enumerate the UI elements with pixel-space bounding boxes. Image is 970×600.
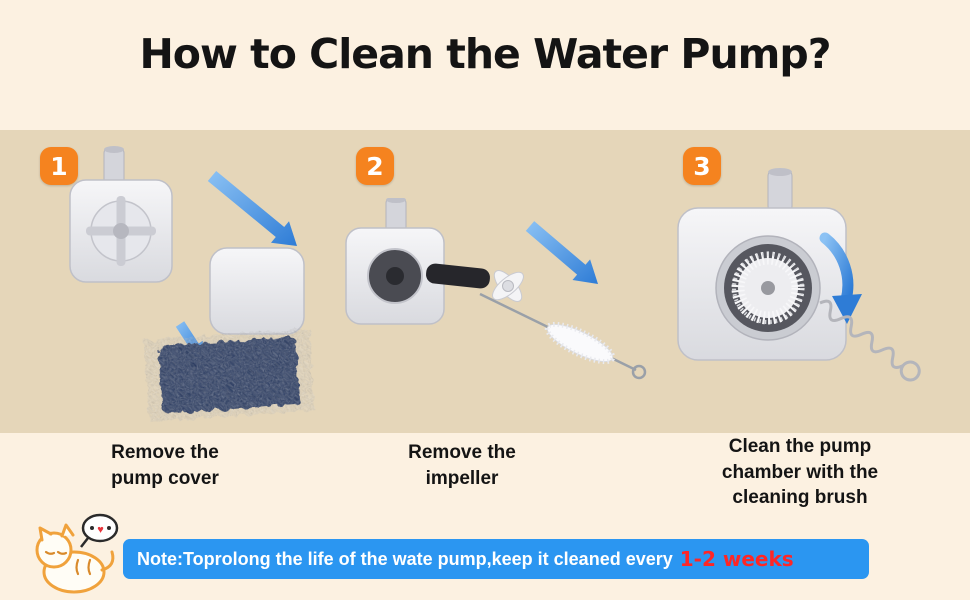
step-1-badge: 1 bbox=[40, 147, 78, 185]
step-3-illustration bbox=[677, 168, 921, 382]
note-text: Note:Toprolong the life of the wate pump… bbox=[137, 548, 673, 569]
rotation-arrowhead-icon bbox=[832, 294, 862, 324]
brush-head bbox=[731, 251, 805, 325]
step-3-badge: 3 bbox=[683, 147, 721, 185]
cat-face-stripes bbox=[44, 550, 92, 576]
caption-line: Clean the pump bbox=[728, 436, 872, 457]
step-1-illustration bbox=[69, 146, 305, 414]
step-1-caption: Remove the pump cover bbox=[65, 440, 265, 491]
filter-sponge bbox=[158, 336, 301, 414]
caption-line: chamber with the bbox=[721, 461, 879, 483]
caption-line: impeller bbox=[425, 467, 499, 489]
arrow-down-right-icon bbox=[207, 171, 297, 246]
rotation-arrow-icon bbox=[819, 232, 854, 306]
note-highlight: 1-2 weeks bbox=[679, 547, 794, 571]
pump-cover bbox=[209, 247, 305, 335]
pump-body bbox=[69, 146, 173, 283]
step-2-caption: Remove the impeller bbox=[362, 440, 562, 491]
step-2-badge: 2 bbox=[356, 147, 394, 185]
brush-spring-handle bbox=[819, 299, 921, 382]
impeller bbox=[426, 263, 524, 302]
pump-body bbox=[345, 198, 445, 325]
page-title: How to Clean the Water Pump? bbox=[139, 30, 831, 78]
caption-line: cleaning brush bbox=[732, 487, 868, 509]
arrow-down-right-icon bbox=[525, 221, 598, 284]
heart-icon: ♥ bbox=[97, 524, 104, 536]
caption-line: Remove the bbox=[111, 442, 219, 463]
note-bar: Note:Toprolong the life of the wate pump… bbox=[123, 539, 869, 579]
speech-bubble-icon: ♥ bbox=[80, 513, 119, 548]
cleaning-brush bbox=[479, 292, 647, 380]
step-3-caption: Clean the pump chamber with the cleaning… bbox=[690, 434, 910, 511]
step-2-illustration bbox=[345, 198, 647, 380]
cat-body bbox=[35, 523, 115, 594]
caption-line: Remove the bbox=[408, 442, 516, 463]
caption-line: pump cover bbox=[111, 467, 219, 489]
cat-mascot: ♥ bbox=[35, 513, 119, 594]
